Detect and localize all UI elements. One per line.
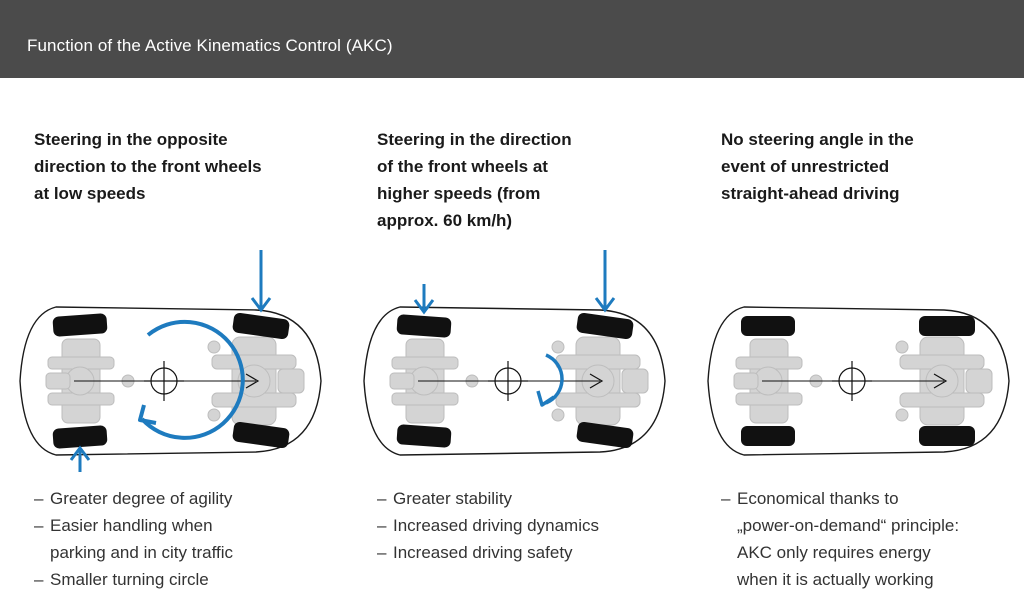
- tire-icon: [919, 426, 975, 446]
- heading-line: higher speeds (from: [377, 184, 541, 203]
- tire-icon: [576, 312, 634, 340]
- benefit-list: Greater degree of agility Easier handlin…: [34, 485, 334, 593]
- tire-icon: [741, 426, 795, 446]
- bullet-text: Easier handling when: [50, 516, 213, 535]
- tire-icon: [396, 314, 452, 338]
- panel-heading: Steering in the direction of the front w…: [377, 126, 677, 234]
- rotation-arrow-icon: [138, 319, 245, 440]
- car-diagram-high-speed: [363, 250, 666, 456]
- heading-line: at low speeds: [34, 184, 146, 203]
- tire-icon: [576, 421, 634, 449]
- bullet-text: when it is actually working: [737, 570, 934, 589]
- rear-wheel-steering-arrow-icon: [413, 284, 435, 315]
- list-item: Greater degree of agility: [34, 485, 334, 512]
- rear-wheel-steering-arrow-icon: [250, 250, 272, 313]
- bullet-text: Economical thanks to: [737, 489, 899, 508]
- tire-icon: [919, 316, 975, 336]
- list-item: Easier handling when parking and in city …: [34, 512, 334, 566]
- tire-icon: [52, 425, 108, 449]
- list-item: Increased driving safety: [377, 539, 677, 566]
- panel-heading: Steering in the opposite direction to th…: [34, 126, 334, 207]
- heading-line: Steering in the direction: [377, 130, 572, 149]
- car-diagram-low-speed: [19, 250, 322, 472]
- list-item: Smaller turning circle: [34, 566, 334, 593]
- rear-wheel-steering-arrow-icon: [69, 445, 91, 472]
- heading-line: straight-ahead driving: [721, 184, 900, 203]
- panel-straight-ahead: No steering angle in the event of unrest…: [721, 0, 1024, 594]
- heading-line: of the front wheels at: [377, 157, 548, 176]
- tire-icon: [396, 424, 452, 448]
- panel-high-speed: Steering in the direction of the front w…: [377, 0, 707, 594]
- heading-line: Steering in the opposite: [34, 130, 228, 149]
- heading-line: direction to the front wheels: [34, 157, 262, 176]
- panel-heading: No steering angle in the event of unrest…: [721, 126, 1021, 207]
- heading-line: approx. 60 km/h): [377, 211, 513, 230]
- bullet-text: Increased driving safety: [393, 543, 573, 562]
- rotation-arrow-icon: [536, 353, 564, 407]
- car-diagram-straight: [707, 306, 1010, 456]
- bullet-text: Greater stability: [393, 489, 513, 508]
- bullet-text: Smaller turning circle: [50, 570, 209, 589]
- tire-icon: [232, 312, 290, 340]
- bullet-text: Increased driving dynamics: [393, 516, 599, 535]
- benefit-list: Economical thanks to „power-on-demand“ p…: [721, 485, 1021, 593]
- page-title: Function of the Active Kinematics Contro…: [27, 36, 393, 55]
- bullet-text: Greater degree of agility: [50, 489, 233, 508]
- tire-icon: [52, 313, 108, 337]
- list-item: Increased driving dynamics: [377, 512, 677, 539]
- list-item: Greater stability: [377, 485, 677, 512]
- list-item: Economical thanks to „power-on-demand“ p…: [721, 485, 1021, 593]
- tire-icon: [741, 316, 795, 336]
- tire-icon: [232, 421, 290, 449]
- bullet-text: AKC only requires energy: [737, 543, 931, 562]
- heading-line: No steering angle in the: [721, 130, 914, 149]
- heading-line: event of unrestricted: [721, 157, 890, 176]
- benefit-list: Greater stability Increased driving dyna…: [377, 485, 677, 566]
- header-bar: Function of the Active Kinematics Contro…: [0, 0, 1024, 78]
- panel-low-speed: Steering in the opposite direction to th…: [34, 0, 364, 594]
- bullet-text: „power-on-demand“ principle:: [737, 516, 960, 535]
- rear-wheel-steering-arrow-icon: [594, 250, 616, 313]
- bullet-text: parking and in city traffic: [50, 543, 233, 562]
